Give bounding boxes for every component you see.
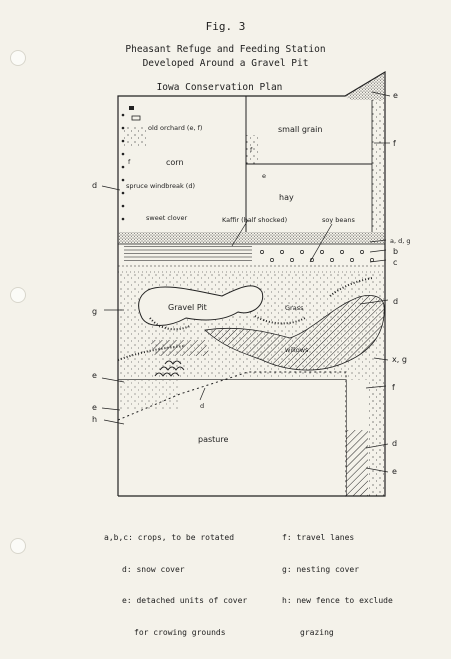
- side-label-b: b: [393, 247, 398, 256]
- side-label-e: e: [392, 467, 397, 476]
- side-label-h: h: [92, 415, 97, 424]
- shrub-clumps: [154, 360, 185, 377]
- legend-item-h: h: new fence to exclude: [282, 596, 393, 605]
- title-line-1: Pheasant Refuge and Feeding Station: [125, 44, 326, 55]
- side-label-e: e: [92, 403, 97, 412]
- lower-lane: [368, 380, 385, 496]
- figure-number: Fig. 3: [205, 20, 246, 33]
- spruce-windbreak: [121, 113, 125, 221]
- title-line-2: Developed Around a Gravel Pit: [142, 58, 309, 69]
- legend-item-d: d: snow cover: [122, 564, 185, 574]
- legend-right: f: travel lanes g: nesting cover h: new …: [282, 512, 393, 659]
- side-label-g: g: [92, 307, 97, 316]
- sweet-clover-strip: [118, 232, 385, 244]
- hay-label: hay: [279, 193, 294, 202]
- willows-label: willows: [285, 346, 309, 354]
- cover-patch: [150, 340, 210, 356]
- corner-cover: [345, 72, 385, 100]
- lower-cover: [346, 430, 368, 496]
- building: [131, 115, 141, 121]
- orchard-cover: [124, 125, 146, 147]
- kaffir-strip: [124, 246, 252, 262]
- punch-hole: [10, 538, 26, 554]
- leader-arrows: [101, 91, 391, 473]
- punch-hole: [10, 50, 26, 66]
- map-letter-f: f: [250, 146, 253, 154]
- corn-label: corn: [166, 158, 184, 167]
- soybean-strip: [260, 250, 374, 262]
- side-label-xg: x, g: [392, 355, 407, 364]
- pasture-label: pasture: [198, 435, 228, 444]
- side-label-c: c: [393, 258, 397, 267]
- map-diagram: old orchard (e, f) small grain corn hay …: [92, 70, 411, 497]
- plan-subtitle: Iowa Conservation Plan: [156, 82, 283, 93]
- gravel-pit: [138, 285, 264, 326]
- side-label-d: d: [392, 439, 397, 448]
- grain-cover: [246, 135, 260, 165]
- side-label-e: e: [92, 371, 97, 380]
- small-grain-label: small grain: [278, 125, 322, 134]
- legend-left: a,b,c: crops, to be rotated d: snow cove…: [104, 512, 247, 659]
- map-letter-e: e: [262, 172, 266, 180]
- legend-item-g: g: nesting cover: [282, 564, 360, 574]
- sweet-clover-label: sweet clover: [146, 214, 188, 222]
- side-label-adg: a, d, g: [390, 237, 411, 245]
- map-letter-d: d: [200, 402, 204, 410]
- orchard-label: old orchard (e, f): [148, 124, 202, 132]
- document-page: Fig. 3 Pheasant Refuge and Feeding Stati…: [10, 20, 411, 637]
- spruce-label: spruce windbreak (d): [126, 182, 195, 190]
- travel-lane: [372, 100, 385, 232]
- map-letter-f: f: [128, 158, 131, 166]
- soy-beans-label: soy beans: [322, 216, 356, 224]
- legend-item-abc: a,b,c: crops, to be rotated: [104, 533, 235, 542]
- side-label-d: d: [92, 181, 97, 190]
- grass-label: Grass: [285, 304, 304, 312]
- side-label-f: f: [392, 383, 395, 392]
- side-label-f: f: [393, 139, 396, 148]
- building: [129, 106, 134, 110]
- willows-area: [204, 295, 385, 371]
- punch-hole: [10, 287, 26, 303]
- legend-item-f: f: travel lanes: [282, 533, 355, 542]
- legend-item-e: e: detached units of cover: [122, 596, 248, 605]
- kaffir-label: Kaffir (half shocked): [222, 216, 287, 224]
- gravel-pit-label: Gravel Pit: [168, 303, 207, 312]
- legend-item-e-cont: for crowing grounds: [134, 627, 226, 637]
- side-label-d: d: [393, 297, 398, 306]
- side-label-e: e: [393, 91, 398, 100]
- legend-item-h-cont: grazing: [300, 627, 334, 637]
